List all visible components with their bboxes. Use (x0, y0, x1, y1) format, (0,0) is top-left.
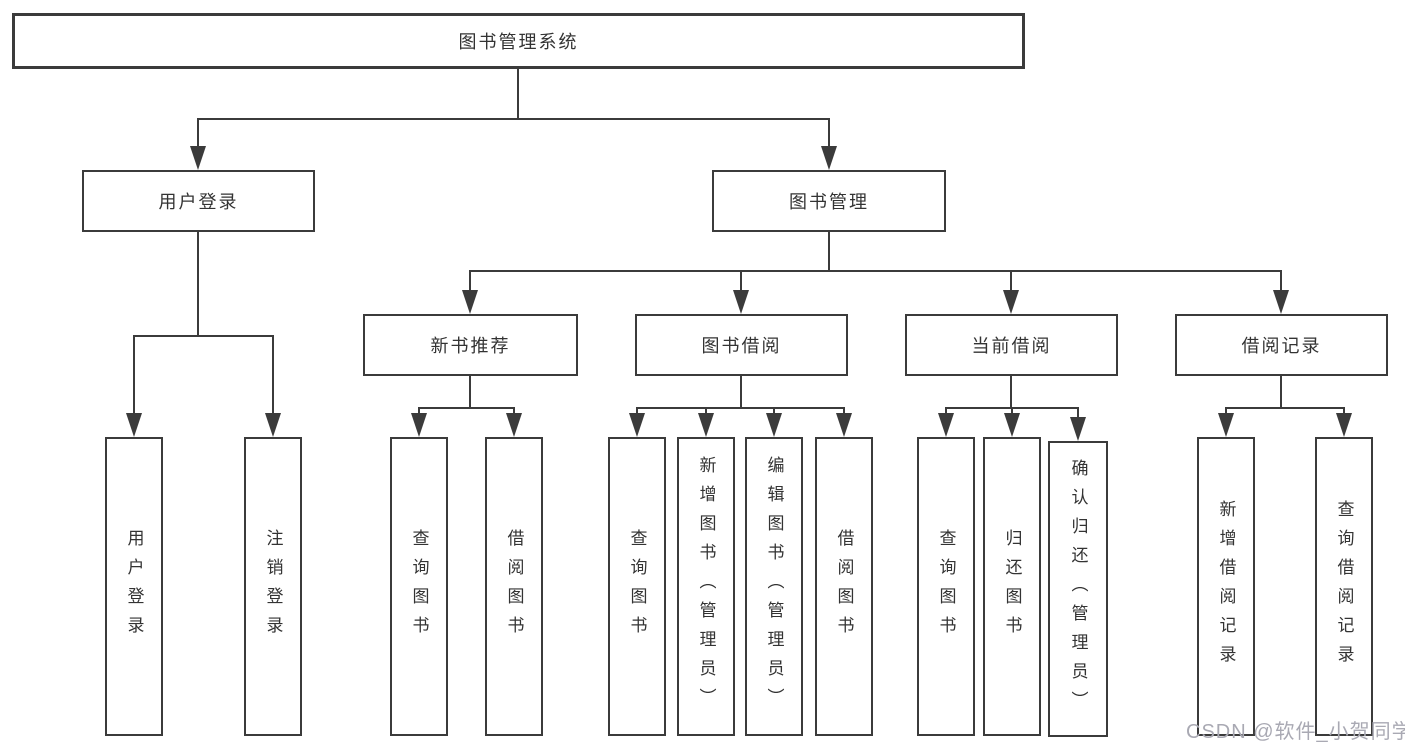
node-cb-return-books: 归还图书 (983, 437, 1041, 736)
connector-vline (197, 118, 199, 150)
arrowhead-down-icon (462, 290, 478, 314)
node-nbr-borrow-books: 借阅图书 (485, 437, 543, 736)
node-user-login: 用户登录 (82, 170, 315, 232)
node-br-query-record: 查询借阅记录 (1315, 437, 1373, 736)
arrowhead-down-icon (506, 413, 522, 437)
node-book-borrowing-label: 图书借阅 (701, 336, 782, 356)
connector-vline (828, 118, 830, 150)
node-br-add-record: 新增借阅记录 (1197, 437, 1255, 736)
arrowhead-down-icon (1003, 290, 1019, 314)
node-cb-confirm-return-admin-label: 确认归还（管理员） (1068, 458, 1088, 720)
arrowhead-down-icon (629, 413, 645, 437)
arrowhead-down-icon (190, 146, 206, 170)
connector-vline (740, 270, 742, 294)
node-cb-return-books-label: 归还图书 (1002, 528, 1022, 645)
connector-vline (1343, 407, 1345, 417)
arrowhead-down-icon (1336, 413, 1352, 437)
connector-vline (773, 407, 775, 417)
node-nbr-query-books: 查询图书 (390, 437, 448, 736)
connector-vline (843, 407, 845, 417)
node-new-book-recommend-label: 新书推荐 (430, 336, 511, 356)
arrowhead-down-icon (1218, 413, 1234, 437)
connector-vline (272, 335, 274, 417)
arrowhead-down-icon (766, 413, 782, 437)
arrowhead-down-icon (821, 146, 837, 170)
arrowhead-down-icon (1004, 413, 1020, 437)
connector-hline (197, 118, 830, 120)
connector-vline (1077, 407, 1079, 421)
node-logout-action: 注销登录 (244, 437, 302, 736)
connector-hline (133, 335, 274, 337)
node-library-management-system: 图书管理系统 (12, 13, 1025, 69)
connector-vline (1280, 270, 1282, 294)
node-bb-add-books-admin: 新增图书（管理员） (677, 437, 735, 736)
node-cb-confirm-return-admin: 确认归还（管理员） (1048, 441, 1108, 737)
arrowhead-down-icon (1273, 290, 1289, 314)
node-bb-edit-books-admin: 编辑图书（管理员） (745, 437, 803, 736)
node-book-borrowing: 图书借阅 (635, 314, 848, 376)
connector-vline (740, 376, 742, 409)
connector-vline (636, 407, 638, 417)
connector-vline (197, 232, 199, 337)
connector-hline (1225, 407, 1345, 409)
node-borrowing-records-label: 借阅记录 (1241, 336, 1322, 356)
node-user-login-action: 用户登录 (105, 437, 163, 736)
node-book-management: 图书管理 (712, 170, 946, 232)
arrowhead-down-icon (126, 413, 142, 437)
connector-vline (1011, 407, 1013, 417)
node-bb-add-books-admin-label: 新增图书（管理员） (696, 456, 716, 717)
arrowhead-down-icon (265, 413, 281, 437)
node-bb-edit-books-admin-label: 编辑图书（管理员） (764, 456, 784, 717)
arrowhead-down-icon (411, 413, 427, 437)
arrowhead-down-icon (938, 413, 954, 437)
connector-vline (945, 407, 947, 417)
connector-hline (469, 270, 1282, 272)
arrowhead-down-icon (698, 413, 714, 437)
connector-vline (705, 407, 707, 417)
node-borrowing-records: 借阅记录 (1175, 314, 1388, 376)
connector-vline (133, 335, 135, 417)
node-bb-query-books: 查询图书 (608, 437, 666, 736)
node-logout-action-label: 注销登录 (263, 528, 283, 645)
node-cb-query-books: 查询图书 (917, 437, 975, 736)
connector-hline (418, 407, 515, 409)
connector-vline (1010, 376, 1012, 409)
connector-vline (513, 407, 515, 417)
node-bb-borrow-books-label: 借阅图书 (834, 528, 854, 645)
node-book-management-label: 图书管理 (789, 192, 869, 212)
watermark: CSDN @软件_小贺同学 (1186, 721, 1405, 743)
connector-vline (469, 376, 471, 409)
node-nbr-query-books-label: 查询图书 (409, 528, 429, 645)
connector-vline (1280, 376, 1282, 409)
arrowhead-down-icon (733, 290, 749, 314)
connector-hline (636, 407, 845, 409)
node-current-borrowing-label: 当前借阅 (971, 336, 1052, 356)
node-bb-query-books-label: 查询图书 (627, 528, 647, 645)
node-br-query-record-label: 查询借阅记录 (1334, 499, 1354, 674)
node-user-login-label: 用户登录 (158, 192, 239, 212)
node-br-add-record-label: 新增借阅记录 (1216, 499, 1236, 674)
node-cb-query-books-label: 查询图书 (936, 528, 956, 645)
arrowhead-down-icon (836, 413, 852, 437)
node-nbr-borrow-books-label: 借阅图书 (504, 528, 524, 645)
node-library-management-system-label: 图书管理系统 (458, 32, 579, 52)
connector-vline (1010, 270, 1012, 294)
connector-vline (517, 69, 519, 119)
node-current-borrowing: 当前借阅 (905, 314, 1118, 376)
node-new-book-recommend: 新书推荐 (363, 314, 578, 376)
connector-vline (828, 232, 830, 272)
connector-vline (469, 270, 471, 294)
node-user-login-action-label: 用户登录 (124, 528, 144, 645)
node-bb-borrow-books: 借阅图书 (815, 437, 873, 736)
arrowhead-down-icon (1070, 417, 1086, 441)
connector-vline (418, 407, 420, 417)
connector-vline (1225, 407, 1227, 417)
